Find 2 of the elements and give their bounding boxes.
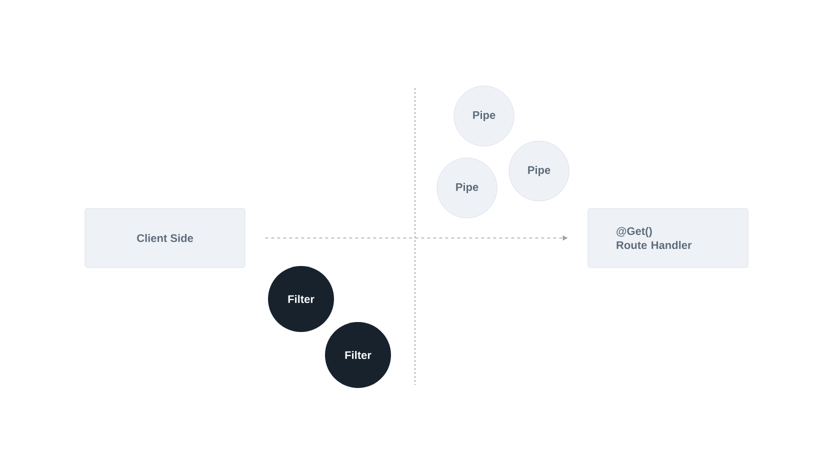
process-box: @Get() Route Handler: [588, 208, 748, 268]
process-box: Client Side: [84, 208, 246, 268]
